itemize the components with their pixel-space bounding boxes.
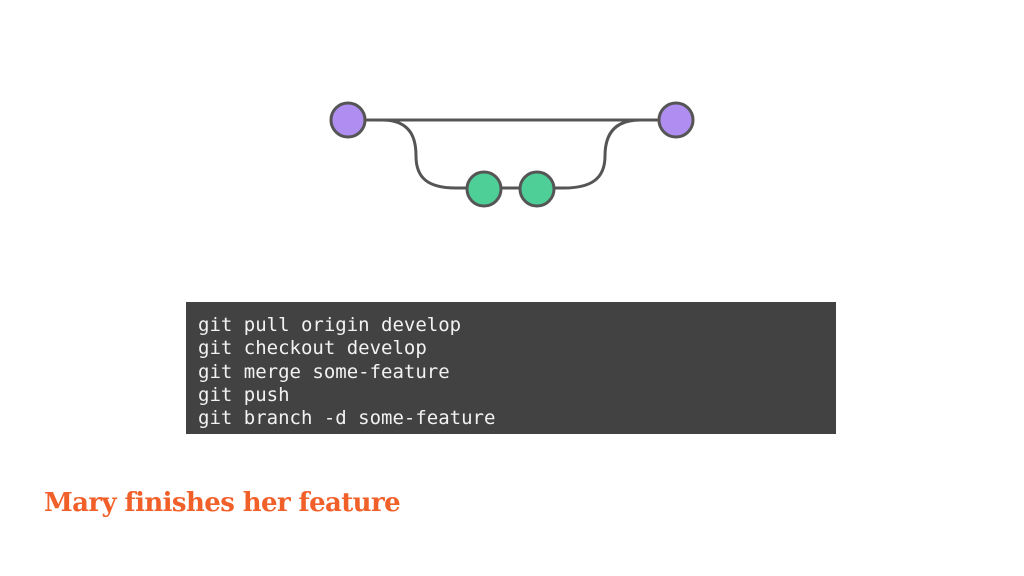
code-block: git pull origin develop git checkout dev… [186, 302, 836, 434]
code-line: git branch -d some-feature [198, 407, 496, 430]
develop-commit-start [329, 101, 367, 139]
slide-caption: Mary finishes her feature [44, 488, 401, 518]
feature-commit-1 [465, 170, 503, 208]
git-branch-diagram [329, 101, 695, 208]
code-line: git checkout develop [198, 337, 427, 360]
develop-commit-merge [657, 101, 695, 139]
code-line: git pull origin develop [198, 314, 462, 336]
code-line: git merge some-feature [198, 360, 450, 383]
feature-branch-line [348, 118, 676, 190]
code-line: git push [198, 383, 290, 406]
feature-commit-2 [518, 170, 556, 208]
